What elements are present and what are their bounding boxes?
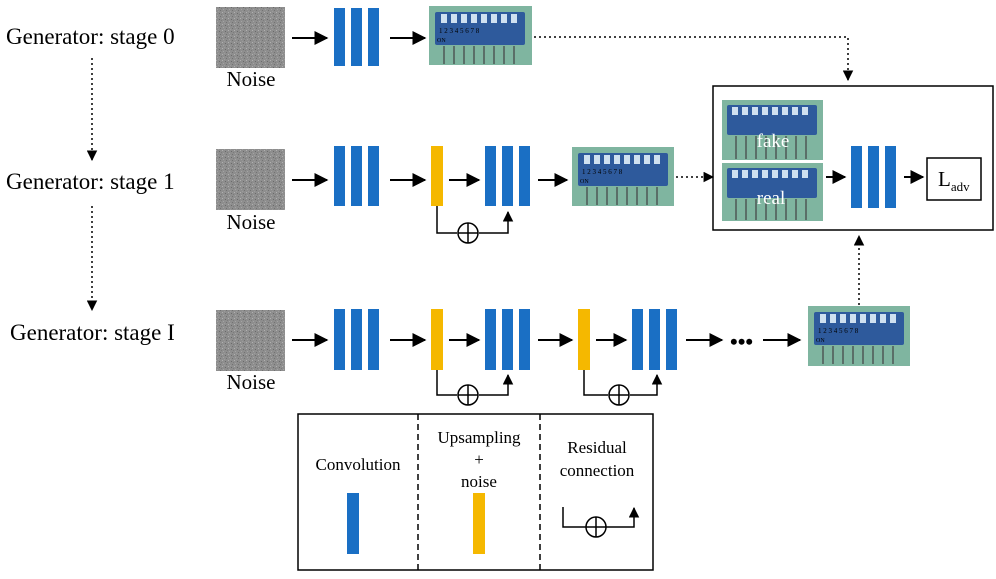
residual-connection xyxy=(436,370,514,406)
ellipsis: ••• xyxy=(730,329,753,354)
convolution-block xyxy=(632,309,677,370)
convolution-block xyxy=(851,146,896,208)
convolution-block xyxy=(334,8,379,66)
residual-connection xyxy=(583,370,663,406)
real-label: real xyxy=(757,188,785,209)
adversarial-loss-box xyxy=(926,157,982,201)
stage-I-label: Generator: stage I xyxy=(10,320,175,345)
noise-image xyxy=(216,310,285,371)
upsampling-block xyxy=(578,309,590,370)
legend-residual-symbol xyxy=(562,506,640,538)
svg-text:1 2 3 4 5 6 7 8: 1 2 3 4 5 6 7 8 xyxy=(582,168,623,176)
legend-upsampling-label: Upsampling xyxy=(437,428,521,447)
upsampling-block xyxy=(431,146,443,206)
svg-text:ON: ON xyxy=(816,338,825,344)
fake-image xyxy=(722,100,823,160)
adversarial-loss-label: Ladv xyxy=(938,167,970,194)
noise-label: Noise xyxy=(227,67,276,91)
legend-convolution-label: Convolution xyxy=(315,455,401,474)
svg-text:ON: ON xyxy=(437,38,446,44)
convolution-block xyxy=(334,146,379,206)
svg-text:ON: ON xyxy=(580,179,589,185)
legend-residual-label: Residual xyxy=(567,438,627,457)
convolution-block xyxy=(485,146,530,206)
svg-text:1 2 3 4 5 6 7 8: 1 2 3 4 5 6 7 8 xyxy=(818,327,859,335)
svg-text:1 2 3 4 5 6 7 8: 1 2 3 4 5 6 7 8 xyxy=(439,27,480,35)
noise-image xyxy=(216,149,285,210)
legend-upsampling-swatch xyxy=(473,493,485,554)
real-image xyxy=(722,163,823,221)
legend-convolution-swatch xyxy=(347,493,359,554)
generated-chip-image: 1 2 3 4 5 6 7 8 ON xyxy=(572,147,674,206)
legend: Convolution Upsampling + noise Residual … xyxy=(297,413,654,571)
upsampling-block xyxy=(431,309,443,370)
generated-chip-image: 1 2 3 4 5 6 7 8 ON xyxy=(808,306,910,366)
stage-1-label: Generator: stage 1 xyxy=(6,169,175,194)
svg-text:connection: connection xyxy=(560,461,635,480)
svg-text:+: + xyxy=(474,450,484,469)
discriminator-box xyxy=(712,85,994,231)
stage-0-label: Generator: stage 0 xyxy=(6,24,175,49)
noise-label: Noise xyxy=(227,370,276,394)
residual-connection xyxy=(436,206,514,244)
noise-label: Noise xyxy=(227,210,276,234)
fake-label: fake xyxy=(757,131,790,152)
svg-text:noise: noise xyxy=(461,472,497,491)
dotted-arrow xyxy=(534,36,854,82)
noise-image xyxy=(216,7,285,68)
convolution-block xyxy=(334,309,379,370)
generated-chip-image: 1 2 3 4 5 6 7 8 ON xyxy=(429,6,532,65)
convolution-block xyxy=(485,309,530,370)
